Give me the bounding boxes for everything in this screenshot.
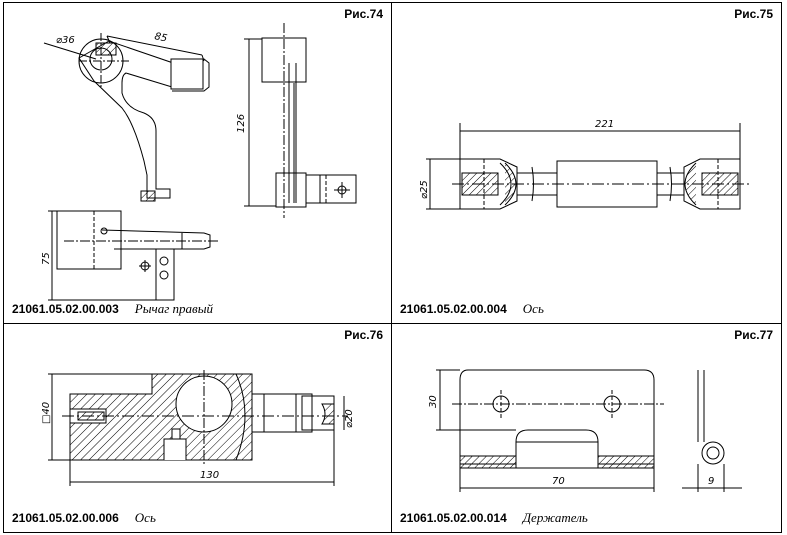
figure-number: Рис.76 bbox=[344, 328, 383, 342]
dim-length-130: 130 bbox=[200, 470, 219, 481]
dim-diameter-25: ⌀25 bbox=[419, 180, 430, 199]
figure-number: Рис.74 bbox=[344, 7, 383, 21]
part-code: 21061.05.02.00.003 bbox=[12, 302, 119, 316]
part-title: Ось bbox=[134, 510, 156, 525]
dim-height-126: 126 bbox=[236, 114, 247, 133]
panel-fig-77: Рис.77 bbox=[391, 323, 782, 533]
part-caption: 21061.05.02.00.004 Ось bbox=[400, 301, 544, 317]
panel-fig-75: Рис.75 bbox=[391, 2, 782, 324]
dim-height-75: 75 bbox=[41, 252, 52, 265]
panel-fig-76: Рис.76 bbox=[3, 323, 392, 533]
dim-diameter-20: ⌀20 bbox=[344, 409, 355, 428]
axle-drawing: 221 ⌀25 bbox=[419, 119, 750, 210]
dim-height-30: 30 bbox=[428, 395, 439, 408]
part-code: 21061.05.02.00.006 bbox=[12, 511, 119, 525]
lever-drawing: ⌀36 85 126 75 bbox=[41, 23, 357, 301]
part-caption: 21061.05.02.00.006 Ось bbox=[12, 510, 156, 526]
panel-fig-74: Рис.74 bbox=[3, 2, 392, 324]
shaft-drawing: □40 ⌀20 130 bbox=[41, 370, 355, 486]
part-code: 21061.05.02.00.004 bbox=[400, 302, 507, 316]
dim-length-221: 221 bbox=[595, 119, 614, 130]
dim-length-85: 85 bbox=[153, 31, 168, 44]
part-caption: 21061.05.02.00.014 Держатель bbox=[400, 510, 588, 526]
part-code: 21061.05.02.00.014 bbox=[400, 511, 507, 525]
figure-number: Рис.75 bbox=[734, 7, 773, 21]
holder-drawing: 30 70 9 bbox=[428, 369, 742, 492]
part-title: Рычаг правый bbox=[134, 301, 213, 316]
part-title: Держатель bbox=[522, 510, 588, 525]
dim-square-40: □40 bbox=[41, 402, 52, 424]
part-title: Ось bbox=[522, 301, 544, 316]
dim-length-70: 70 bbox=[552, 476, 565, 487]
dim-thickness-9: 9 bbox=[708, 476, 714, 487]
dim-diameter-36: ⌀36 bbox=[56, 35, 75, 46]
figure-number: Рис.77 bbox=[734, 328, 773, 342]
part-caption: 21061.05.02.00.003 Рычаг правый bbox=[12, 301, 213, 317]
